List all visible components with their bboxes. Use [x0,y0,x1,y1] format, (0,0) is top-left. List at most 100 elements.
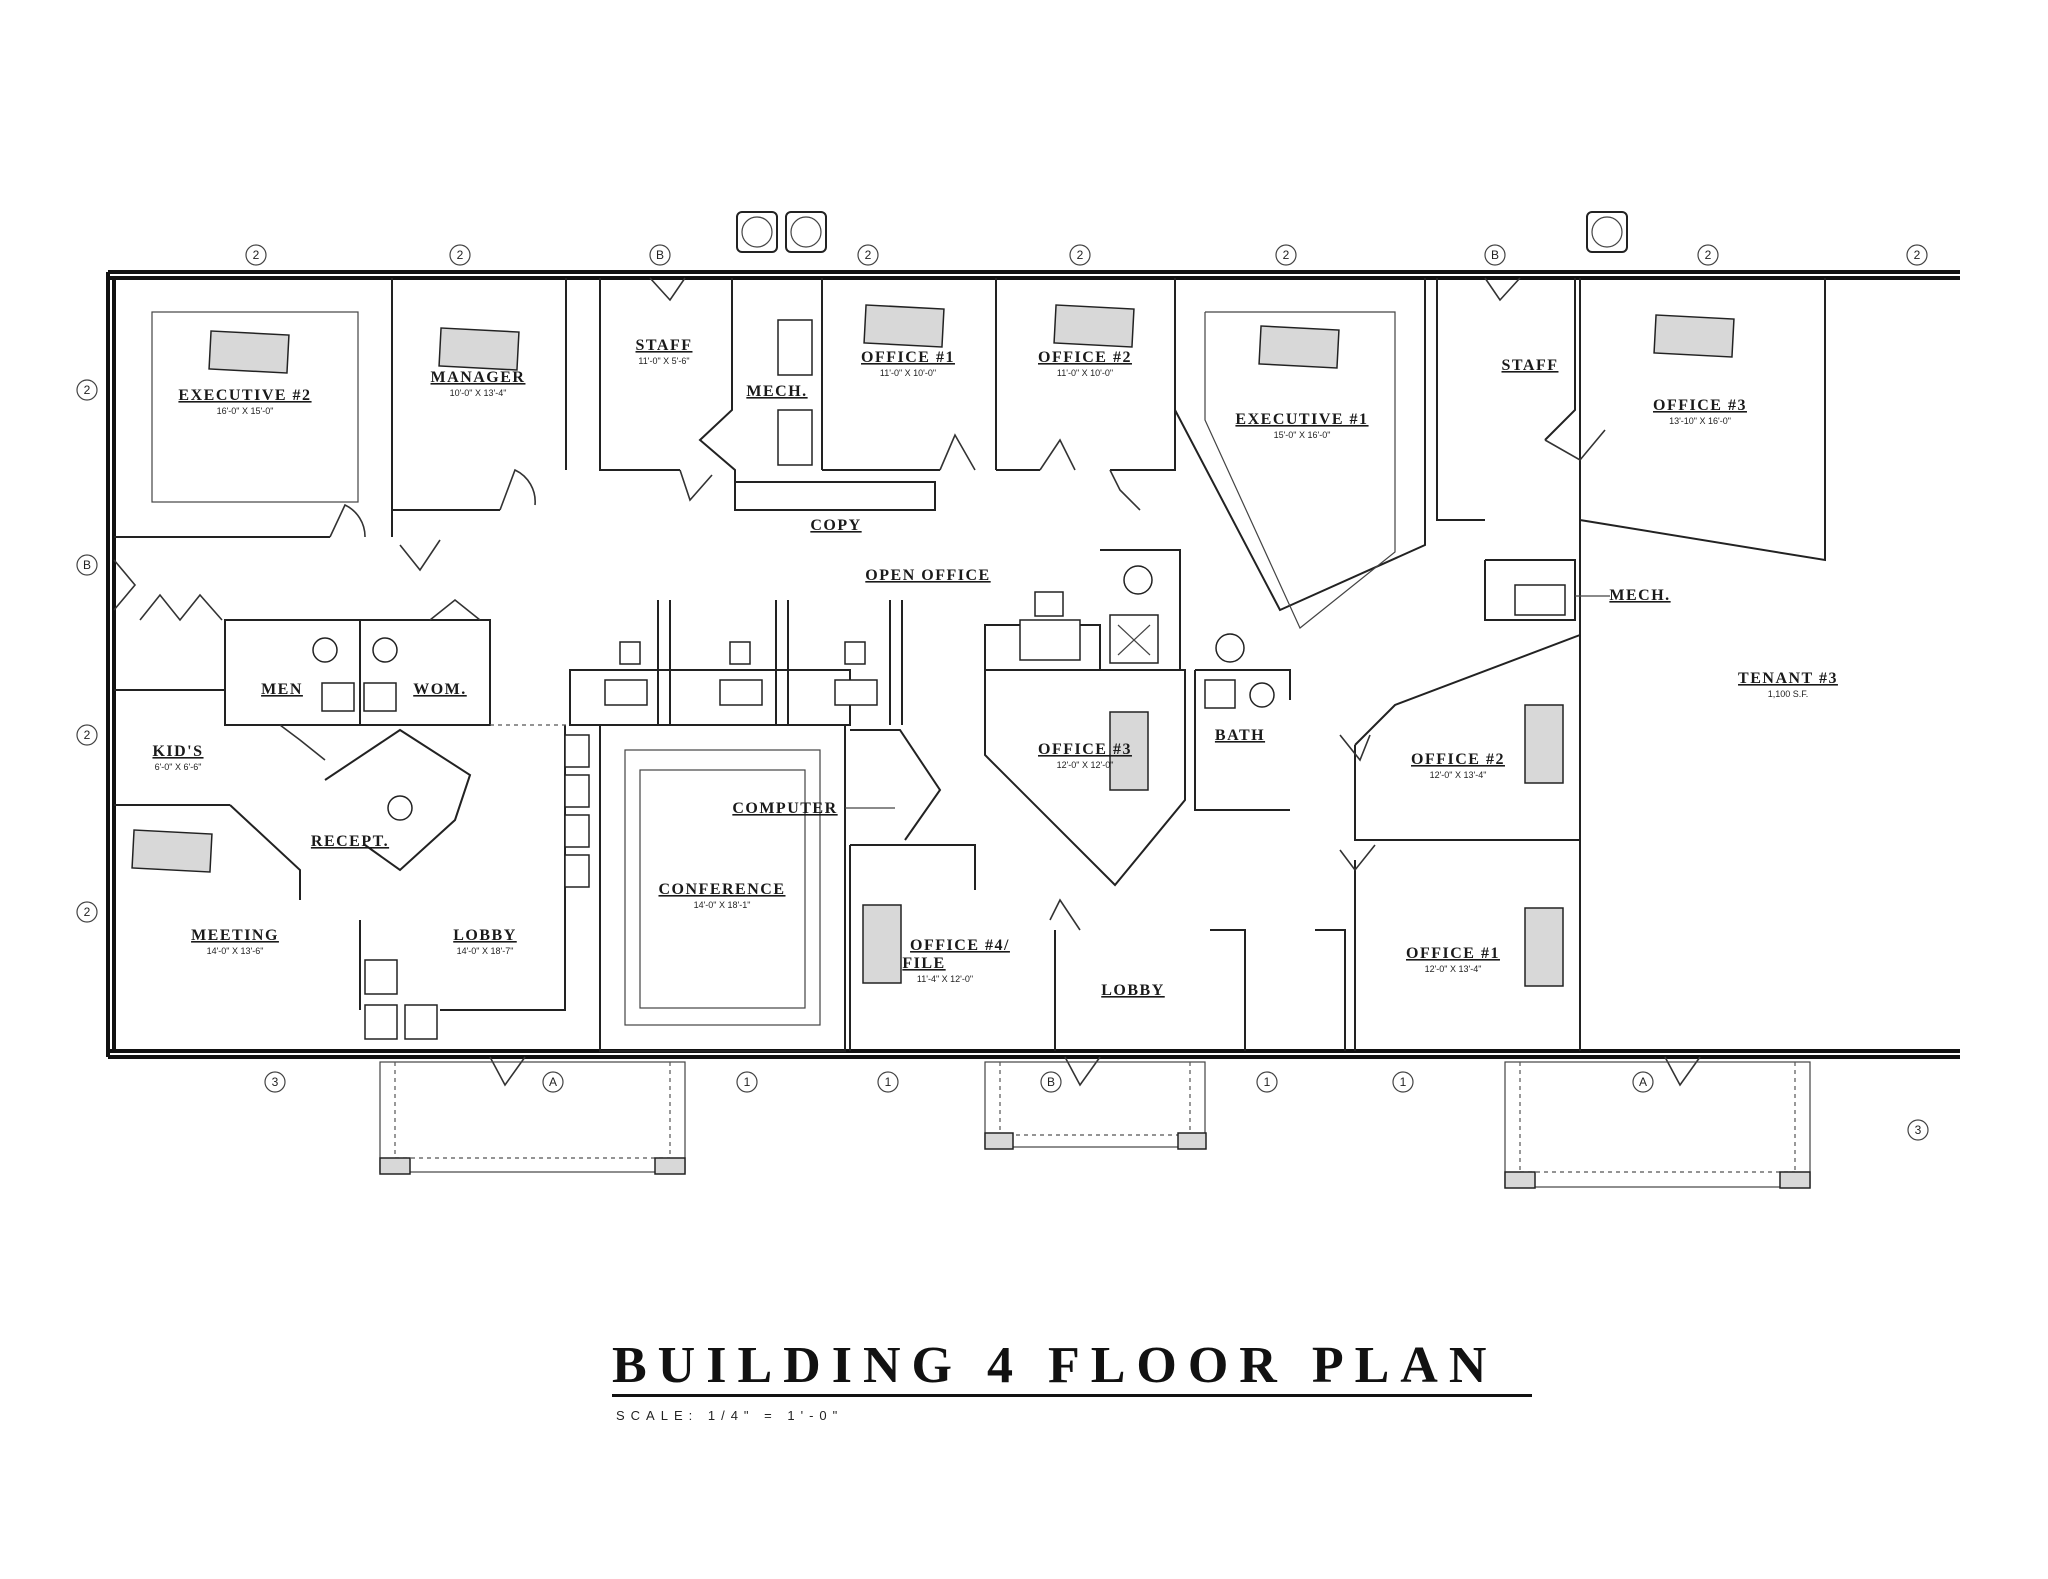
room-label-office-3-mid: OFFICE #3 [1038,741,1132,758]
grid-marker: 2 [76,724,98,746]
svg-text:2: 2 [1077,248,1084,262]
room-walls-lower [114,549,1581,1052]
room-dim-office-2: 11'-0" X 10'-0" [1057,368,1113,378]
grid-marker: 2 [76,901,98,923]
room-label-bath: BATH [1215,727,1265,744]
desks [131,304,1735,987]
svg-text:2: 2 [1914,248,1921,262]
room-dim-meeting: 14'-0" X 13'-6" [207,946,264,956]
grid-marker: A [1632,1071,1654,1093]
scale-note: SCALE: 1/4" = 1'-0" [616,1408,844,1423]
roof-vents [736,211,1628,253]
grid-marker: B [1484,244,1506,266]
room-label-copy: COPY [810,517,861,534]
room-walls [114,278,1826,1051]
room-label-mech: MECH. [746,383,807,400]
grid-marker: B [1040,1071,1062,1093]
grid-marker: A [542,1071,564,1093]
grid-markers: 2 2 B 2 2 2 B 2 2 2 B 2 2 3 A 1 1 B 1 1 … [76,244,1929,1141]
room-dim-executive-2: 16'-0" X 15'-0" [217,406,274,416]
svg-text:2: 2 [84,383,91,397]
grid-marker: 2 [245,244,267,266]
room-label-lobby-2: LOBBY [1101,982,1165,999]
room-dim-lobby-1: 14'-0" X 18'-7" [457,946,514,956]
grid-marker: 2 [1906,244,1928,266]
grid-marker: 2 [449,244,471,266]
grid-marker: B [649,244,671,266]
room-label-recept: RECEPT. [311,833,389,850]
grid-marker: 2 [1697,244,1719,266]
room-label-executive-2: EXECUTIVE #2 [178,387,311,404]
room-label-lobby-1: LOBBY [453,927,517,944]
grid-marker: 2 [1069,244,1091,266]
room-label-office-2-right: OFFICE #2 [1411,751,1505,768]
grid-marker: B [76,554,98,576]
svg-text:B: B [1047,1075,1055,1089]
svg-text:2: 2 [84,905,91,919]
svg-text:1: 1 [744,1075,751,1089]
svg-text:3: 3 [1915,1123,1922,1137]
svg-text:B: B [1491,248,1499,262]
room-dim-tenant-3: 1,100 S.F. [1768,689,1809,699]
grid-marker: 1 [1256,1071,1278,1093]
room-dim-office-3-mid: 12'-0" X 12'-0" [1057,760,1114,770]
svg-text:A: A [549,1075,557,1089]
svg-text:3: 3 [272,1075,279,1089]
door-swings [113,277,1701,1087]
room-label-kids: KID'S [152,743,203,760]
room-label-office-1-right: OFFICE #1 [1406,945,1500,962]
svg-text:2: 2 [84,728,91,742]
svg-text:1: 1 [1264,1075,1271,1089]
svg-text:1: 1 [1400,1075,1407,1089]
room-label-office-2: OFFICE #2 [1038,349,1132,366]
room-label-staff-2: STAFF [1502,357,1559,374]
room-label-open-office: OPEN OFFICE [865,567,990,584]
room-label-wom: WOM. [413,681,467,698]
room-label-meeting: MEETING [191,927,279,944]
svg-text:B: B [83,558,91,572]
room-label-office-1: OFFICE #1 [861,349,955,366]
grid-marker: 3 [1907,1119,1929,1141]
room-label-staff: STAFF [636,337,693,354]
room-dim-kids: 6'-0" X 6'-6" [155,762,202,772]
room-label-file: FILE [902,955,945,972]
room-label-manager: MANAGER [431,369,526,386]
grid-marker: 2 [857,244,879,266]
room-dim-office-3: 13'-10" X 16'-0" [1669,416,1731,426]
svg-text:A: A [1639,1075,1647,1089]
room-label-men: MEN [261,681,303,698]
svg-text:2: 2 [253,248,260,262]
svg-text:B: B [656,248,664,262]
grid-marker: 1 [1392,1071,1414,1093]
room-label-executive-1: EXECUTIVE #1 [1235,411,1368,428]
room-label-mech-2: MECH. [1609,587,1670,604]
porches [379,1061,1811,1189]
room-label-conference: CONFERENCE [658,881,785,898]
svg-text:2: 2 [865,248,872,262]
room-dim-executive-1: 15'-0" X 16'-0" [1274,430,1331,440]
svg-text:1: 1 [885,1075,892,1089]
room-dim-office-1: 11'-0" X 10'-0" [880,368,936,378]
svg-text:2: 2 [1705,248,1712,262]
room-dim-manager: 10'-0" X 13'-4" [450,388,507,398]
room-dim-office-1-right: 12'-0" X 13'-4" [1425,964,1482,974]
page-title: BUILDING 4 FLOOR PLAN [612,1340,1532,1397]
room-dim-office-2-right: 12'-0" X 13'-4" [1430,770,1487,780]
grid-marker: 2 [76,379,98,401]
grid-marker: 1 [736,1071,758,1093]
room-label-office-4: OFFICE #4/ [910,937,1010,954]
svg-text:2: 2 [1283,248,1290,262]
room-dim-office-4: 11'-4" X 12'-0" [917,974,973,984]
room-label-tenant-3: TENANT #3 [1738,670,1838,687]
room-dim-staff: 11'-0" X 5'-6" [638,356,689,366]
exterior-walls [106,270,1960,1059]
svg-text:2: 2 [457,248,464,262]
room-label-computer: COMPUTER [732,800,837,817]
grid-marker: 1 [877,1071,899,1093]
room-label-office-3: OFFICE #3 [1653,397,1747,414]
grid-marker: 2 [1275,244,1297,266]
grid-marker: 3 [264,1071,286,1093]
room-dim-conference: 14'-0" X 18'-1" [694,900,751,910]
room-labels: EXECUTIVE #2 16'-0" X 15'-0" MANAGER 10'… [152,337,1838,999]
